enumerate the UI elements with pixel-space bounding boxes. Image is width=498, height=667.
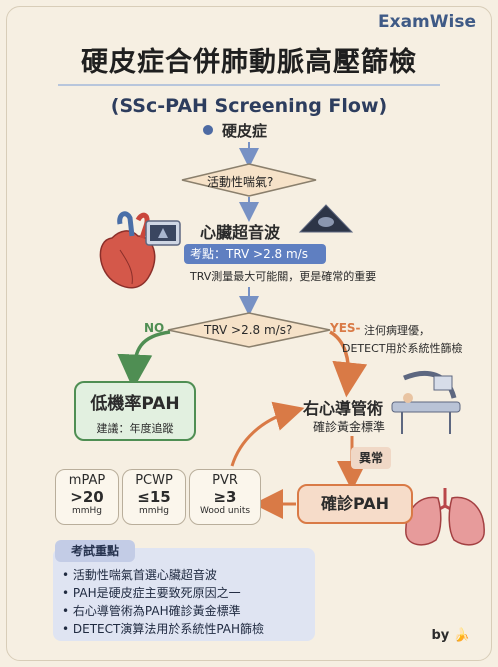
exam-title: 考試重點: [55, 540, 135, 562]
exam-item: • DETECT演算法用於系統性PAH篩檢: [62, 622, 265, 636]
metric-unit: Wood units: [199, 506, 251, 516]
trv-note: TRV測量最大可能關，更是確常的重要: [190, 270, 377, 283]
metric-pvr: PVR ≥3 Wood units: [189, 469, 261, 525]
exam-point-badge: 考點：TRV >2.8 m/s: [184, 244, 326, 264]
title-underline: [58, 84, 440, 86]
echo-label: 心臟超音波: [200, 223, 281, 242]
exam-item: • 活動性喘氣首選心臟超音波: [62, 568, 217, 582]
page-subtitle: (SSc-PAH Screening Flow): [110, 95, 388, 117]
brand-logo: ExamWise: [378, 12, 476, 32]
exam-item: • 右心導管術為PAH確診黃金標準: [62, 604, 241, 618]
exam-item: • PAH是硬皮症主要致死原因之一: [62, 586, 241, 600]
question-diamond: [181, 163, 317, 197]
arrow-yes: [329, 330, 368, 398]
no-label: NO: [144, 321, 165, 335]
low-probability-title: 低機率PAH: [90, 394, 180, 414]
metric-value: ≤15: [137, 488, 171, 506]
metric-name: PCWP: [135, 473, 173, 488]
question-label: 活動性喘氣?: [207, 175, 274, 189]
abnormal-badge: 異常: [351, 447, 391, 469]
decision-diamond: [167, 312, 331, 348]
metric-name: mPAP: [68, 473, 106, 488]
exam-panel: [53, 548, 315, 641]
heart-illustration: [99, 211, 156, 289]
pah-confirm-box: 確診PAH: [297, 484, 413, 524]
metric-value: ≥3: [213, 488, 237, 506]
yes-label: YES-: [330, 321, 361, 335]
low-probability-box: 低機率PAH 建議：年度追蹤: [74, 381, 196, 441]
arrow-metrics-rhc: [230, 401, 305, 467]
echo-image-illustration: [298, 204, 354, 233]
rhc-sub: 確診黃金標準: [313, 420, 386, 434]
footer-credit: by 🍌: [431, 628, 471, 643]
metric-mpap: mPAP >20 mmHg: [55, 469, 119, 525]
metric-pcwp: PCWP ≤15 mmHg: [122, 469, 186, 525]
decision-label: TRV >2.8 m/s?: [204, 323, 293, 337]
yes-note-1: 注何病理優，: [364, 324, 430, 337]
low-probability-sub: 建議：年度追蹤: [96, 422, 174, 435]
rhc-title: 右心導管術: [303, 399, 384, 418]
lungs-illustration: [405, 488, 485, 546]
cath-lab-illustration: [391, 370, 461, 434]
pah-confirm-label: 確診PAH: [320, 494, 390, 513]
metric-value: >20: [70, 488, 104, 506]
arrow-no: [117, 330, 171, 390]
metric-unit: mmHg: [138, 506, 169, 516]
yes-note-2: DETECT用於系統性篩檢: [342, 342, 463, 355]
ultrasound-illustration: [145, 220, 181, 246]
metric-unit: mmHg: [71, 506, 102, 516]
page-frame: [6, 6, 492, 661]
page-title: 硬皮症合併肺動脈高壓篩檢: [81, 47, 417, 78]
start-label: 硬皮症: [222, 122, 268, 140]
start-dot: [203, 125, 213, 135]
metric-name: PVR: [212, 473, 238, 488]
